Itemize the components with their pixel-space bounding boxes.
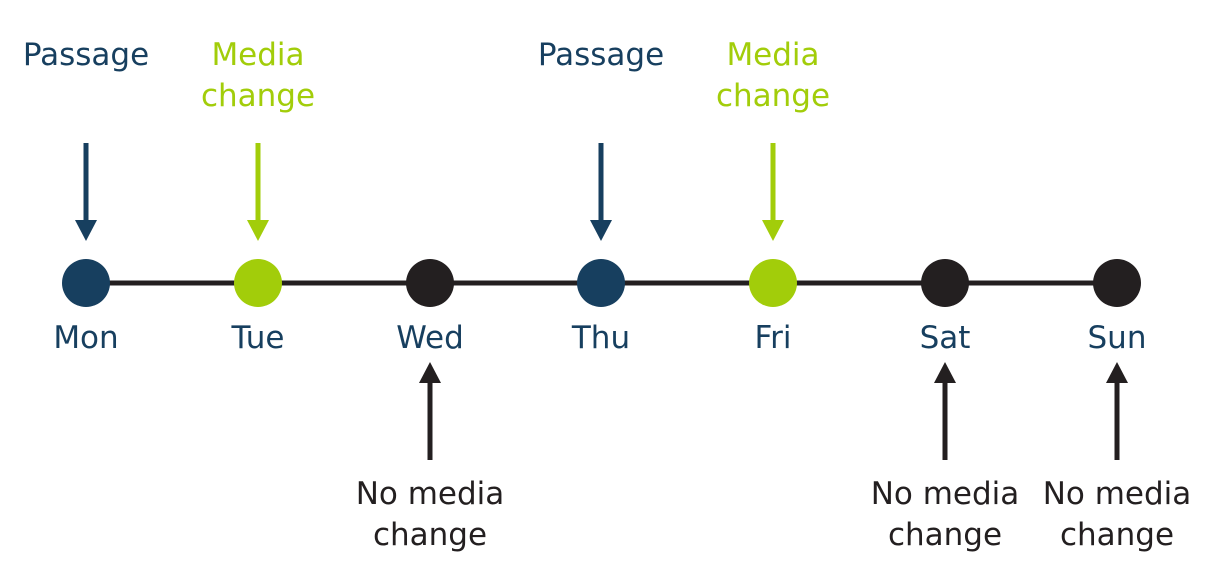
day-node-mon — [62, 259, 110, 307]
annotation-passage: Passage — [537, 37, 665, 73]
annotation-no-media-change: change — [887, 517, 1003, 553]
annotation-media: Media — [211, 37, 305, 73]
day-node-fri — [749, 259, 797, 307]
day-label-mon: Mon — [53, 320, 119, 356]
annotation-no-media-change: change — [372, 517, 488, 553]
annotation-media: change — [715, 78, 831, 114]
day-node-tue — [234, 259, 282, 307]
arrowhead-up-icon — [1106, 362, 1128, 383]
day-node-sat — [921, 259, 969, 307]
day-label-tue: Tue — [231, 320, 285, 356]
annotation-no-media-change: No media — [870, 476, 1020, 512]
day-label-sat: Sat — [919, 320, 971, 356]
day-label-thu: Thu — [571, 320, 631, 356]
day-node-wed — [406, 259, 454, 307]
annotation-media: Media — [726, 37, 820, 73]
arrowhead-up-icon — [934, 362, 956, 383]
annotation-no-media-change: change — [1059, 517, 1175, 553]
arrowhead-down-icon — [247, 220, 269, 241]
arrowhead-up-icon — [419, 362, 441, 383]
arrowhead-down-icon — [590, 220, 612, 241]
day-node-sun — [1093, 259, 1141, 307]
annotation-passage: Passage — [22, 37, 150, 73]
arrowhead-down-icon — [75, 220, 97, 241]
annotation-no-media-change: No media — [1042, 476, 1192, 512]
annotation-media: change — [200, 78, 316, 114]
annotation-no-media-change: No media — [355, 476, 505, 512]
day-label-fri: Fri — [754, 320, 792, 356]
day-node-thu — [577, 259, 625, 307]
arrowhead-down-icon — [762, 220, 784, 241]
day-label-sun: Sun — [1087, 320, 1147, 356]
day-label-wed: Wed — [396, 320, 464, 356]
